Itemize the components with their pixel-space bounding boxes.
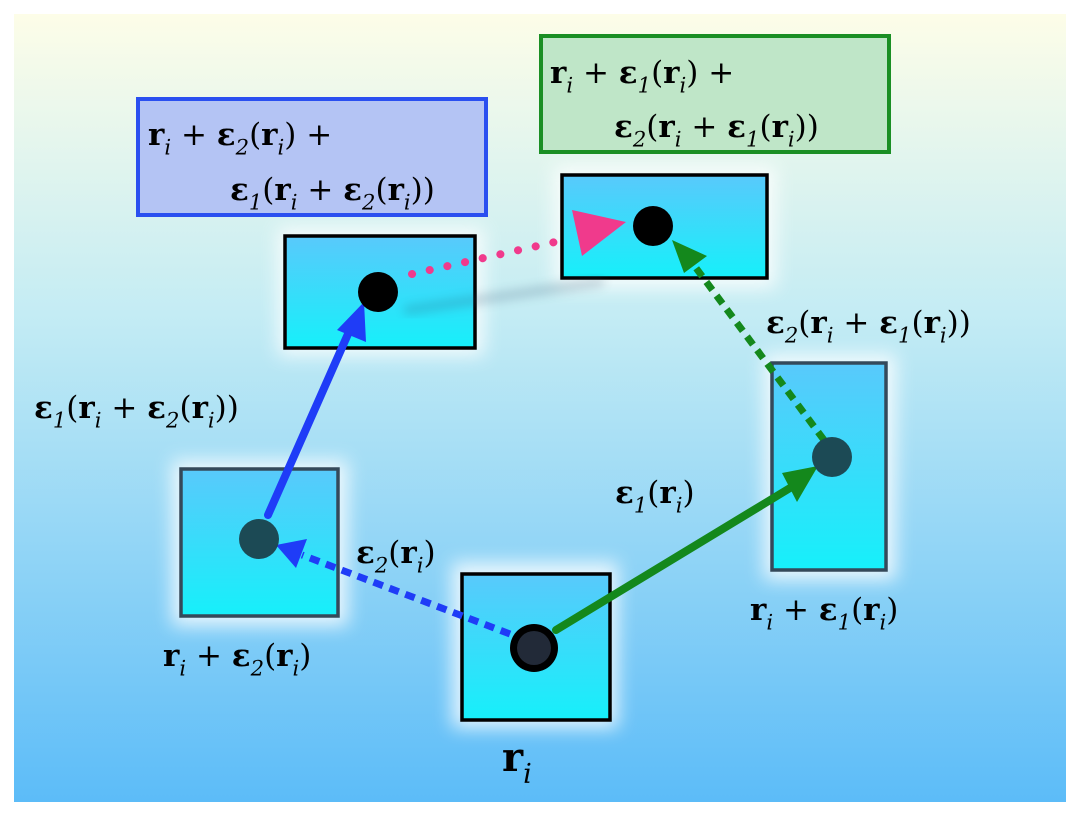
arrow-eps2 xyxy=(276,539,512,638)
box-green-line1: ri + ε1(ri) + xyxy=(550,55,734,97)
label-arrow-eps1-after-eps2: ε1(ri + ε2(ri)) xyxy=(34,390,239,432)
point-eps1 xyxy=(812,437,852,477)
label-node-eps2: ri + ε2(ri) xyxy=(163,638,311,680)
point-eps2 xyxy=(239,519,279,559)
box-blue-line1: ri + ε2(ri) + xyxy=(148,117,332,159)
point-eps1-then-eps2 xyxy=(633,206,673,246)
gap-shadow xyxy=(403,277,605,315)
arrow-commutator-gap xyxy=(408,210,626,278)
point-eps2-then-eps1 xyxy=(358,272,398,312)
box-green xyxy=(539,34,891,154)
label-arrow-eps2-after-eps1: ε2(ri + ε1(ri)) xyxy=(766,305,971,347)
arrow-eps1 xyxy=(552,466,818,634)
arrow-eps2-after-eps1 xyxy=(672,240,827,443)
label-origin: ri xyxy=(502,734,532,790)
point-origin-inner xyxy=(517,631,551,665)
box-green-line2: ε2(ri + ε1(ri)) xyxy=(614,109,819,151)
label-arrow-eps2: ε2(ri) xyxy=(356,535,436,577)
box-blue xyxy=(136,97,488,217)
label-node-eps1: ri + ε1(ri) xyxy=(750,592,898,634)
arrow-eps1-after-eps2 xyxy=(264,302,366,519)
box-blue-line2: ε1(ri + ε2(ri)) xyxy=(230,172,435,214)
label-arrow-eps1: ε1(ri) xyxy=(615,475,695,517)
